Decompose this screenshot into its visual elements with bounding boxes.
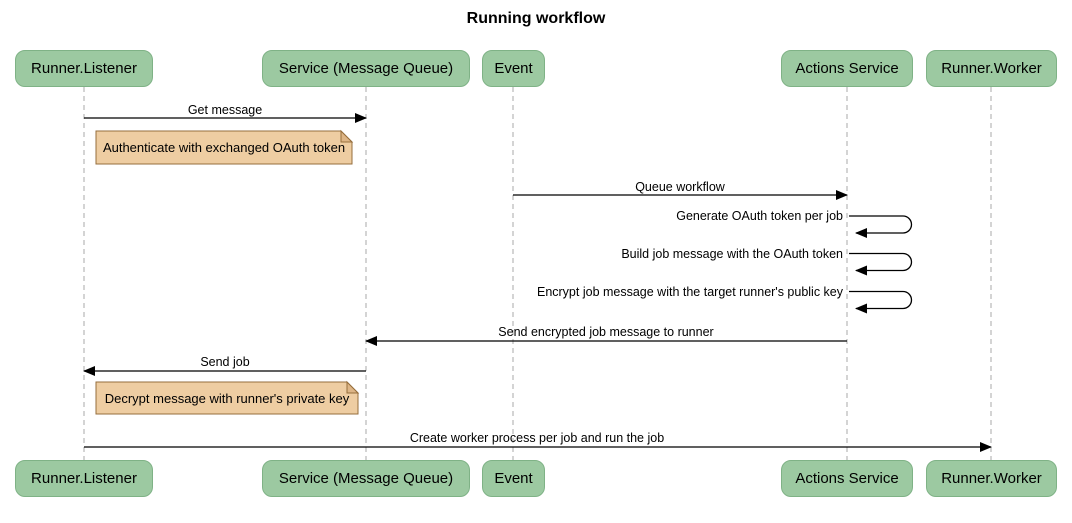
message-label-create-worker-process: Create worker process per job and run th…: [409, 431, 665, 445]
message-label-build-job-message: Build job message with the OAuth token: [621, 247, 843, 261]
self-loop-generate-oauth-token: [849, 215, 913, 238]
actor-bottom-event: Event: [482, 460, 545, 497]
note-shape-authenticate: [95, 130, 353, 165]
actor-label: Runner.Worker: [941, 60, 1042, 77]
actor-bottom-actions-service: Actions Service: [781, 460, 913, 497]
actor-label: Runner.Worker: [941, 470, 1042, 487]
self-loop-encrypt-job-message: [849, 290, 913, 314]
self-loop-build-job-message: [849, 252, 913, 276]
note-fold-decrypt: [346, 380, 360, 394]
actor-bottom-service-message-queue: Service (Message Queue): [262, 460, 470, 497]
actor-label: Service (Message Queue): [278, 60, 454, 77]
actor-label: Event: [494, 470, 533, 487]
note-decrypt-private-key: Decrypt message with runner's private ke…: [104, 390, 350, 406]
message-label-encrypt-job-message: Encrypt job message with the target runn…: [536, 285, 843, 299]
actor-label: Service (Message Queue): [278, 470, 454, 487]
message-label-generate-oauth-token: Generate OAuth token per job: [676, 209, 843, 223]
message-label-send-job: Send job: [200, 355, 250, 369]
actor-top-runner-listener: Runner.Listener: [15, 50, 153, 87]
actor-top-actions-service: Actions Service: [781, 50, 913, 87]
actor-label: Event: [494, 60, 533, 77]
actor-bottom-runner-listener: Runner.Listener: [15, 460, 153, 497]
message-label-get-message: Get message: [187, 103, 263, 117]
actor-label: Runner.Listener: [31, 470, 137, 487]
actor-top-event: Event: [482, 50, 545, 87]
actor-label: Runner.Listener: [31, 60, 137, 77]
actor-top-runner-worker: Runner.Worker: [926, 50, 1057, 87]
actor-bottom-runner-worker: Runner.Worker: [926, 460, 1057, 497]
actor-label: Actions Service: [795, 60, 899, 77]
diagram-title: Running workflow: [466, 10, 606, 27]
message-label-send-encrypted-job-message: Send encrypted job message to runner: [498, 325, 714, 339]
note-authenticate-oauth: Authenticate with exchanged OAuth token: [102, 140, 346, 155]
note-shape-decrypt: [95, 381, 359, 415]
actor-top-service-message-queue: Service (Message Queue): [262, 50, 470, 87]
message-label-queue-workflow: Queue workflow: [635, 180, 725, 194]
actor-label: Actions Service: [795, 470, 899, 487]
note-fold-authenticate: [340, 129, 354, 143]
